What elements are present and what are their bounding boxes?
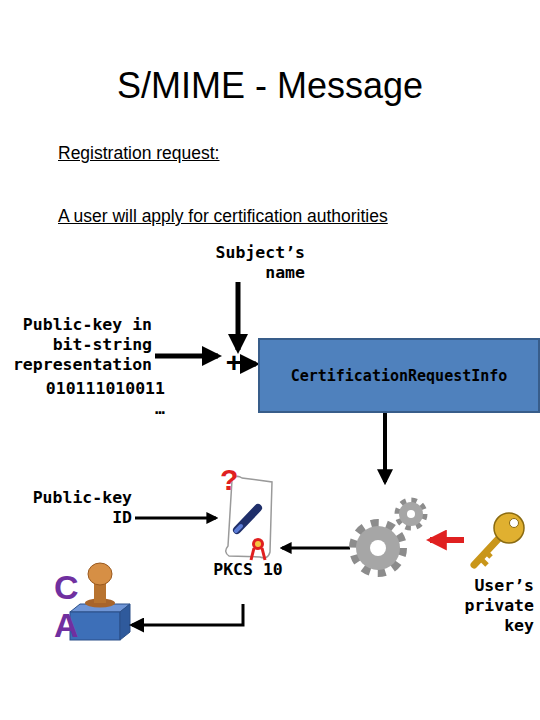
key-arrow: [430, 537, 464, 543]
process-arrow: [282, 547, 350, 550]
certificate-node: ? PKCS 10: [212, 462, 284, 604]
question-mark: ?: [220, 464, 238, 496]
process-arrow: [383, 413, 387, 482]
authority-letters: C A: [54, 568, 82, 644]
key-label: User’s private key: [452, 576, 534, 636]
input-arrow: [236, 282, 241, 350]
key-icon: [474, 513, 524, 565]
certificate-label: PKCS 10: [212, 560, 284, 580]
input-arrow: [135, 517, 216, 520]
gear-symbol: [354, 501, 424, 572]
key-node: User’s private key: [452, 508, 540, 640]
input-label: Public-key in bit-string representation: [0, 315, 152, 375]
section-heading: Registration request:: [58, 142, 518, 164]
plus-sign: +: [222, 348, 246, 378]
connector-arrow: [132, 604, 243, 625]
authority-stamp: C A: [50, 562, 132, 652]
input-arrow: [155, 354, 218, 359]
input-arrow: [240, 362, 256, 367]
input-label: Subject’s name: [190, 243, 305, 283]
process-box: CertificationRequestInfo: [258, 338, 540, 413]
input-label: Public-key ID: [20, 488, 132, 528]
box-text: CertificationRequestInfo: [291, 367, 508, 385]
section-heading: A user will apply for certification auth…: [58, 205, 538, 227]
stamp-icon: [70, 563, 130, 640]
slide-title: S/MIME - Message: [0, 64, 540, 108]
bit-string: 010111010011 …: [35, 379, 165, 419]
